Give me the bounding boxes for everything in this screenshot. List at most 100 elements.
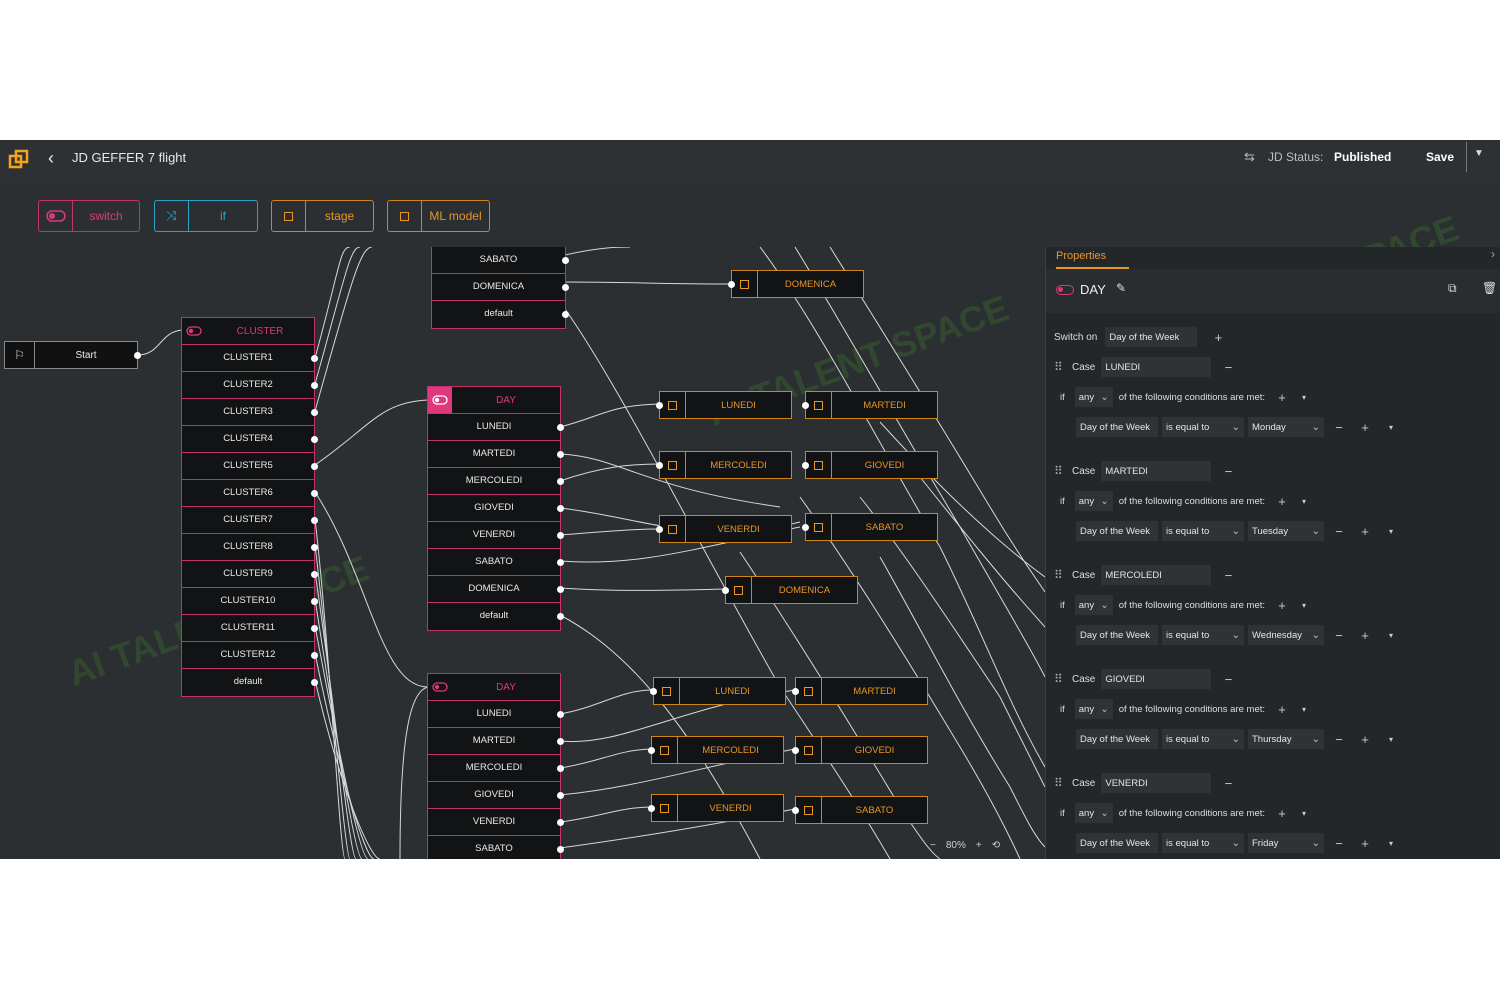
case-value-input[interactable]: MARTEDI [1101, 461, 1212, 481]
stage-node[interactable]: VENERDI [648, 794, 784, 822]
any-select[interactable]: any [1074, 491, 1113, 511]
switch-case-row[interactable]: CLUSTER12 [182, 642, 318, 669]
output-port[interactable] [557, 424, 564, 431]
output-port[interactable] [311, 517, 318, 524]
rule-operator-select[interactable]: is equal to [1162, 521, 1244, 541]
output-port[interactable] [311, 436, 318, 443]
remove-case-button[interactable]: − [1224, 463, 1233, 479]
switch-case-row[interactable]: MARTEDI [428, 728, 564, 755]
close-panel-icon[interactable]: › [1491, 247, 1495, 261]
case-value-input[interactable]: GIOVEDI [1101, 669, 1212, 689]
condition-menu-caret-icon[interactable]: ▾ [1302, 704, 1307, 714]
switch-case-row[interactable]: CLUSTER5 [182, 453, 318, 480]
input-port[interactable] [792, 807, 799, 814]
input-port[interactable] [728, 281, 735, 288]
rule-field[interactable]: Day of the Week [1076, 625, 1158, 645]
switch-case-row[interactable]: SABATO [428, 549, 564, 576]
output-port[interactable] [557, 532, 564, 539]
rule-value-select[interactable]: Friday [1248, 833, 1324, 853]
condition-menu-caret-icon[interactable]: ▾ [1302, 496, 1307, 506]
rule-field[interactable]: Day of the Week [1076, 729, 1158, 749]
remove-rule-button[interactable]: − [1335, 419, 1343, 435]
rule-menu-caret-icon[interactable]: ▾ [1388, 630, 1393, 640]
output-port[interactable] [311, 409, 318, 416]
output-port[interactable] [557, 451, 564, 458]
input-port[interactable] [656, 402, 663, 409]
switch-case-row[interactable]: LUNEDI [428, 414, 564, 441]
switch-case-row[interactable]: CLUSTER4 [182, 426, 318, 453]
any-select[interactable]: any [1074, 803, 1113, 823]
switch-case-row[interactable]: MERCOLEDI [428, 755, 564, 782]
switch-case-row[interactable]: CLUSTER10 [182, 588, 318, 615]
condition-menu-caret-icon[interactable]: ▾ [1302, 392, 1307, 402]
copy-icon[interactable]: ⧉ [1448, 281, 1457, 295]
switch-case-row[interactable]: default [182, 669, 318, 696]
stage-node[interactable]: GIOVEDI [792, 736, 928, 764]
back-arrow-icon[interactable]: ‹ [48, 148, 54, 168]
rule-menu-caret-icon[interactable]: ▾ [1388, 526, 1393, 536]
palette-switch-button[interactable]: switch [38, 200, 140, 232]
input-port[interactable] [650, 688, 657, 695]
edit-icon[interactable]: ✎ [1116, 281, 1127, 295]
add-condition-button[interactable]: + [1278, 805, 1286, 821]
output-port[interactable] [557, 478, 564, 485]
drag-handle-icon[interactable]: ⠿ [1054, 568, 1063, 582]
remove-rule-button[interactable]: − [1335, 523, 1343, 539]
remove-rule-button[interactable]: − [1335, 835, 1343, 851]
switch-case-row[interactable]: CLUSTER7 [182, 507, 318, 534]
add-condition-button[interactable]: + [1278, 493, 1286, 509]
switch-case-row[interactable]: default [432, 301, 569, 328]
input-port[interactable] [802, 462, 809, 469]
stage-node[interactable]: MARTEDI [792, 677, 928, 705]
zoom-in-button[interactable]: + [975, 839, 982, 851]
switch-case-row[interactable]: VENERDI [428, 522, 564, 549]
switch-case-row[interactable]: CLUSTER1 [182, 345, 318, 372]
remove-case-button[interactable]: − [1224, 671, 1233, 687]
rule-value-select[interactable]: Thursday [1248, 729, 1324, 749]
switch-case-row[interactable]: GIOVEDI [428, 782, 564, 809]
case-value-input[interactable]: LUNEDI [1101, 357, 1212, 377]
switch-case-row[interactable]: DOMENICA [432, 274, 569, 301]
stage-node[interactable]: SABATO [792, 796, 928, 824]
output-port[interactable] [557, 765, 564, 772]
input-port[interactable] [656, 462, 663, 469]
rule-operator-select[interactable]: is equal to [1162, 729, 1244, 749]
input-port[interactable] [722, 587, 729, 594]
input-port[interactable] [802, 524, 809, 531]
add-condition-button[interactable]: + [1278, 701, 1286, 717]
switch-case-row[interactable]: CLUSTER9 [182, 561, 318, 588]
switch-case-row[interactable]: SABATO [432, 247, 569, 274]
output-port[interactable] [557, 738, 564, 745]
save-button[interactable]: Save [1416, 146, 1464, 168]
switch-case-row[interactable]: CLUSTER2 [182, 372, 318, 399]
input-port[interactable] [802, 402, 809, 409]
input-port[interactable] [792, 688, 799, 695]
add-condition-button[interactable]: + [1278, 597, 1286, 613]
rule-operator-select[interactable]: is equal to [1162, 833, 1244, 853]
switch-case-row[interactable]: CLUSTER3 [182, 399, 318, 426]
output-port[interactable] [311, 463, 318, 470]
switch-case-row[interactable]: GIOVEDI [428, 495, 564, 522]
add-condition-button[interactable]: + [1278, 389, 1286, 405]
remove-rule-button[interactable]: − [1335, 627, 1343, 643]
switch-case-row[interactable]: MERCOLEDI [428, 468, 564, 495]
condition-menu-caret-icon[interactable]: ▾ [1302, 600, 1307, 610]
input-port[interactable] [648, 805, 655, 812]
palette-if-button[interactable]: ⤨ if [154, 200, 258, 232]
remove-case-button[interactable]: − [1224, 359, 1233, 375]
output-port[interactable] [562, 284, 569, 291]
switch-case-row[interactable]: LUNEDI [428, 701, 564, 728]
rule-menu-caret-icon[interactable]: ▾ [1388, 734, 1393, 744]
any-select[interactable]: any [1074, 387, 1113, 407]
input-port[interactable] [656, 526, 663, 533]
stage-node[interactable]: DOMENICA [728, 270, 864, 298]
output-port[interactable] [134, 352, 141, 359]
reset-view-icon[interactable]: ⟲ [991, 839, 1001, 851]
palette-stage-button[interactable]: stage [271, 200, 374, 232]
stage-node[interactable]: LUNEDI [650, 677, 786, 705]
any-select[interactable]: any [1074, 699, 1113, 719]
